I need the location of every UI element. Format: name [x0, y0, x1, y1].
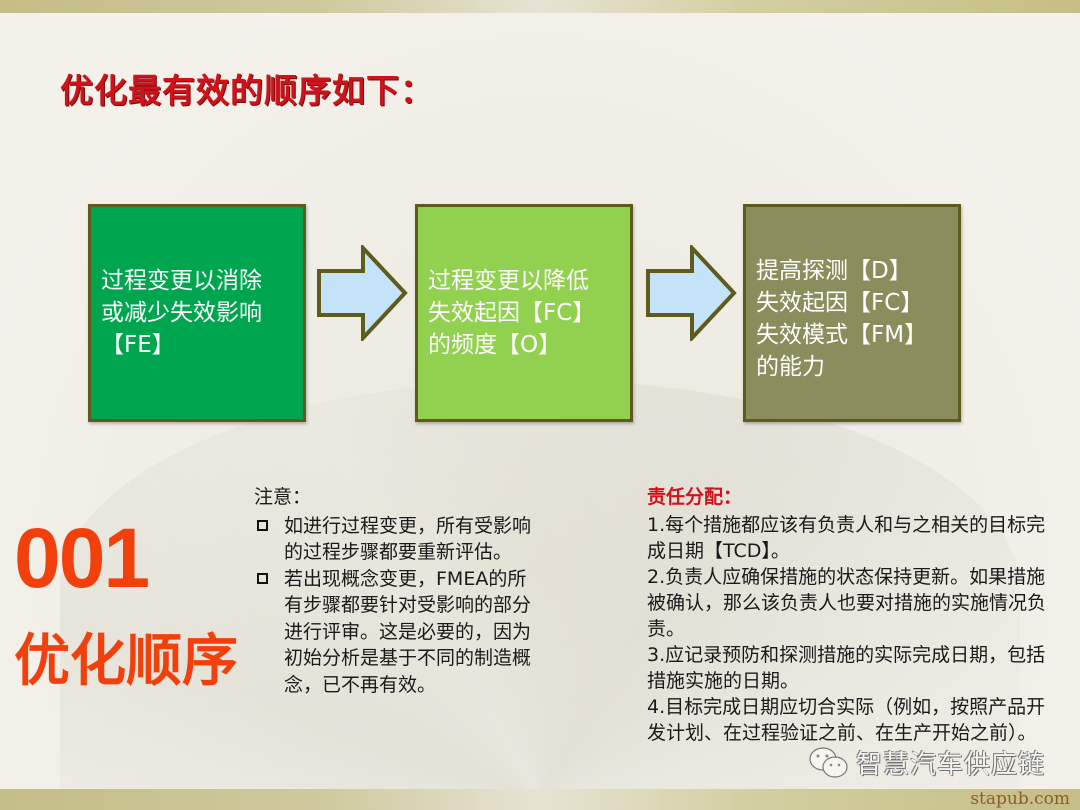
top-decorative-band	[0, 0, 1080, 13]
square-bullet-icon	[257, 519, 268, 531]
wechat-icon	[809, 746, 848, 778]
responsibility-item: 3.应记录预防和探测措施的实际完成日期，包括措施实施的日期。	[647, 644, 1046, 692]
slide-title: 优化最有效的顺序如下：	[60, 71, 434, 110]
note-bullet: 若出现概念变更，FMEA的所有步骤都要针对受影响的部分进行评审。这是必要的，因为…	[254, 566, 554, 699]
note-bullet: 如进行过程变更，所有受影响的过程步骤都要重新评估。	[254, 513, 554, 566]
note-block: 注意： 如进行过程变更，所有受影响的过程步骤都要重新评估。 若出现概念变更，FM…	[254, 484, 554, 698]
responsibility-block: 责任分配： 1.每个措施都应该有负责人和与之相关的目标完成日期【TCD】。 2.…	[647, 484, 1047, 746]
fan-painting-decoration	[60, 380, 1020, 800]
flow-step-1-box: 过程变更以消除 或减少失效影响 【FE】	[88, 204, 306, 422]
bottom-decorative-band	[0, 789, 1080, 810]
responsibility-item: 2.负责人应确保措施的状态保持更新。如果措施被确认，那么该负责人也要对措施的实施…	[647, 566, 1047, 640]
flow-step-3-box: 提高探测【D】 失效起因【FC】 失效模式【FM】 的能力	[743, 204, 961, 422]
flow-step-2-box: 过程变更以降低 失效起因【FC】 的频度【O】	[415, 204, 633, 422]
section-number: 001	[14, 511, 150, 605]
note-heading: 注意：	[254, 486, 312, 508]
flow-step-2-text: 过程变更以降低 失效起因【FC】 的频度【O】	[428, 268, 596, 358]
responsibility-item: 4.目标完成日期应切合实际（例如，按照产品开发计划、在过程验证之前、在生产开始之…	[647, 696, 1046, 744]
square-bullet-icon	[257, 572, 268, 584]
watermark-text: 智慧汽车供应链	[856, 750, 1046, 780]
flow-step-3-text: 提高探测【D】 失效起因【FC】 失效模式【FM】 的能力	[756, 258, 928, 380]
right-arrow-icon	[646, 245, 737, 341]
watermark: 智慧汽车供应链	[808, 744, 1045, 781]
section-label: 优化顺序	[14, 629, 238, 694]
responsibility-item: 1.每个措施都应该有负责人和与之相关的目标完成日期【TCD】。	[647, 514, 1046, 562]
flow-step-1-text: 过程变更以消除 或减少失效影响 【FE】	[101, 268, 262, 358]
right-arrow-icon	[317, 245, 408, 341]
note-bullet-text: 如进行过程变更，所有受影响的过程步骤都要重新评估。	[284, 514, 532, 564]
site-url: stapub.com	[970, 789, 1070, 809]
responsibility-heading: 责任分配：	[647, 486, 743, 508]
note-bullet-text: 若出现概念变更，FMEA的所有步骤都要针对受影响的部分进行评审。这是必要的，因为…	[284, 567, 532, 696]
